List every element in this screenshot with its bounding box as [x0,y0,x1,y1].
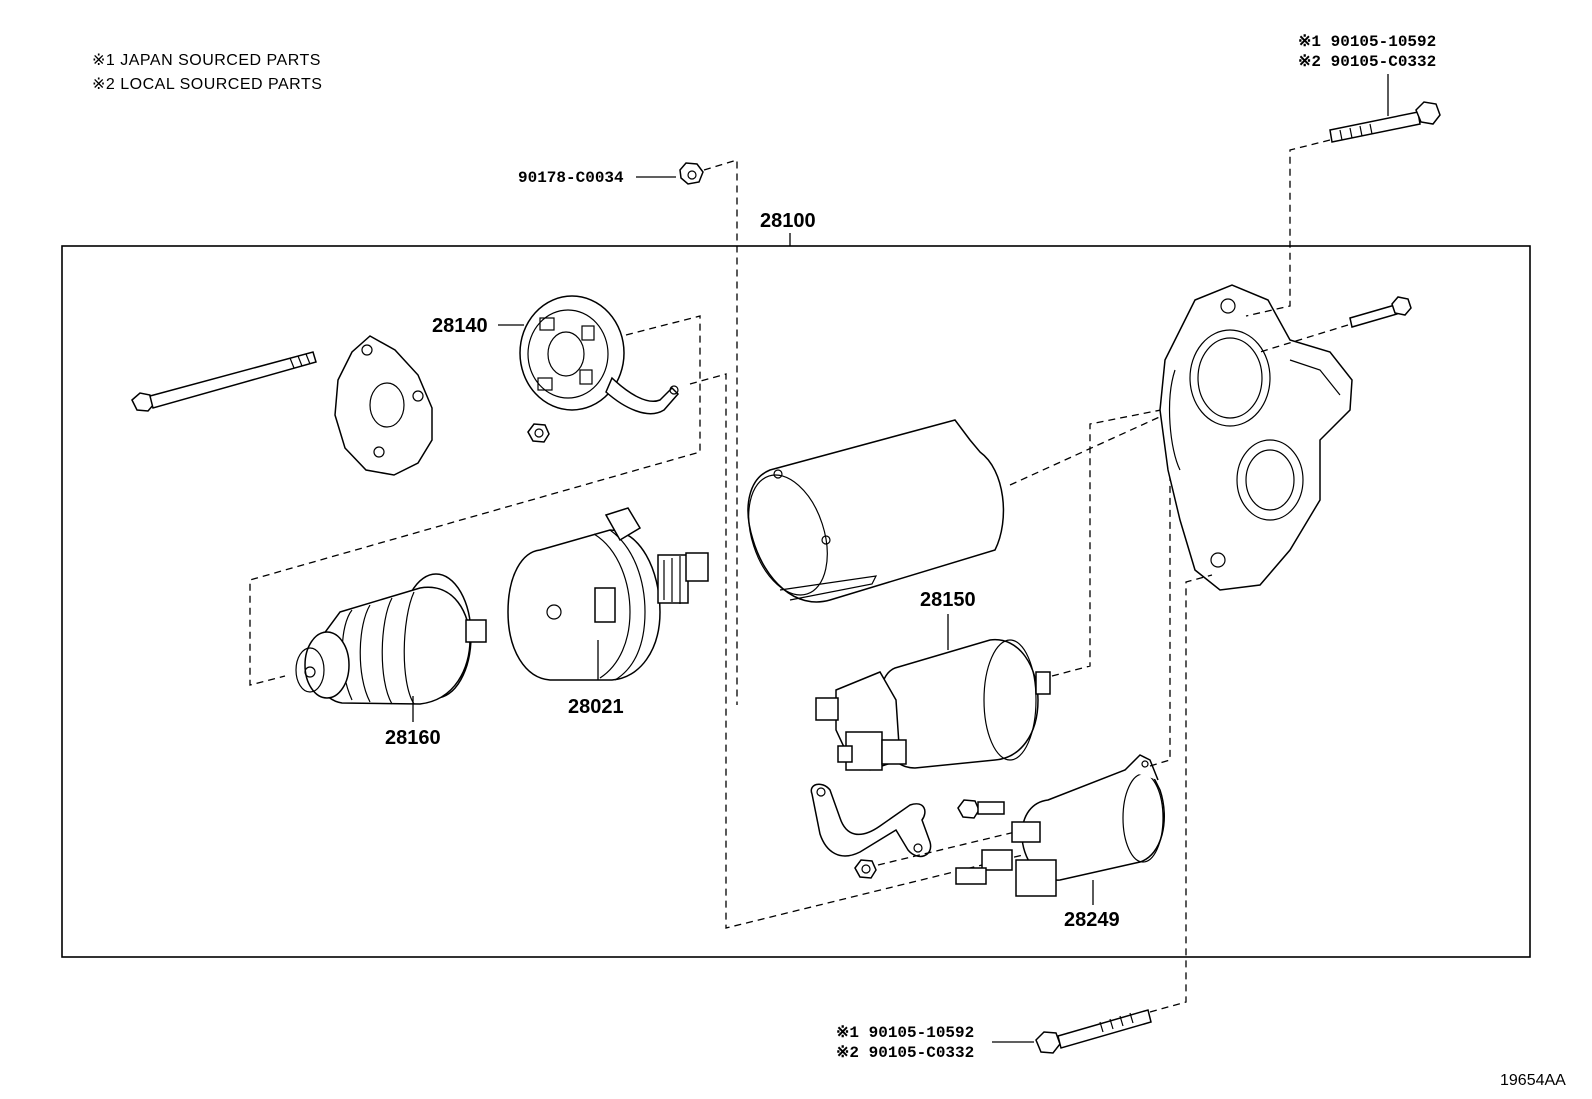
assembly-boundary-box [61,245,1531,958]
dash-top-bolt-to-housing [1245,139,1331,317]
callout-28100[interactable]: 28100 [760,210,816,232]
legend-note-japan: ※1 JAPAN SOURCED PARTS [92,52,321,69]
legend-note-local: ※2 LOCAL SOURCED PARTS [92,76,322,93]
callout-top-bolt-local[interactable]: ※2 90105-C0332 [1298,53,1436,71]
armature-part[interactable] [295,573,487,705]
wire-nut-part[interactable] [854,859,877,879]
drive-housing-part[interactable] [1159,284,1353,591]
callout-top-bolt-japan[interactable]: ※1 90105-10592 [1298,33,1436,51]
housing-small-bolt-part[interactable] [1349,296,1412,328]
lead-wire-part[interactable] [810,783,932,858]
top-bolt-part[interactable] [1329,101,1441,143]
callout-28150[interactable]: 28150 [920,589,976,611]
clutch-yoke-part[interactable] [507,507,709,681]
end-cover-plate-part[interactable] [334,335,433,476]
relay-screw-part[interactable] [957,799,1005,819]
top-nut-part[interactable] [679,162,704,185]
callout-28160[interactable]: 28160 [385,727,441,749]
callout-bottom-bolt-local[interactable]: ※2 90105-C0332 [836,1044,974,1062]
dash-nut-to-solenoid [703,159,738,705]
callout-bottom-bolt-japan[interactable]: ※1 90105-10592 [836,1024,974,1042]
dash-bottom-bolt-to-housing [1149,574,1213,1013]
yoke-cylinder-part[interactable] [735,419,1005,605]
bottom-bolt-part[interactable] [1035,1009,1152,1054]
solenoid-part[interactable] [815,639,1051,771]
callout-28140[interactable]: 28140 [432,315,488,337]
callout-90178-c0034[interactable]: 90178-C0034 [518,169,624,187]
figure-reference: 19654AA [1500,1072,1566,1089]
relay-part[interactable] [955,754,1165,897]
through-bolt-part[interactable] [131,351,317,412]
callout-28021[interactable]: 28021 [568,696,624,718]
dash-center-vertical [689,373,1166,929]
callout-28249[interactable]: 28249 [1064,909,1120,931]
dash-small-bolt-to-housing [1259,324,1349,353]
brush-holder-part[interactable] [519,295,680,443]
dash-yoke-to-housing [1009,383,1233,486]
dash-brush-to-armature [249,315,701,686]
